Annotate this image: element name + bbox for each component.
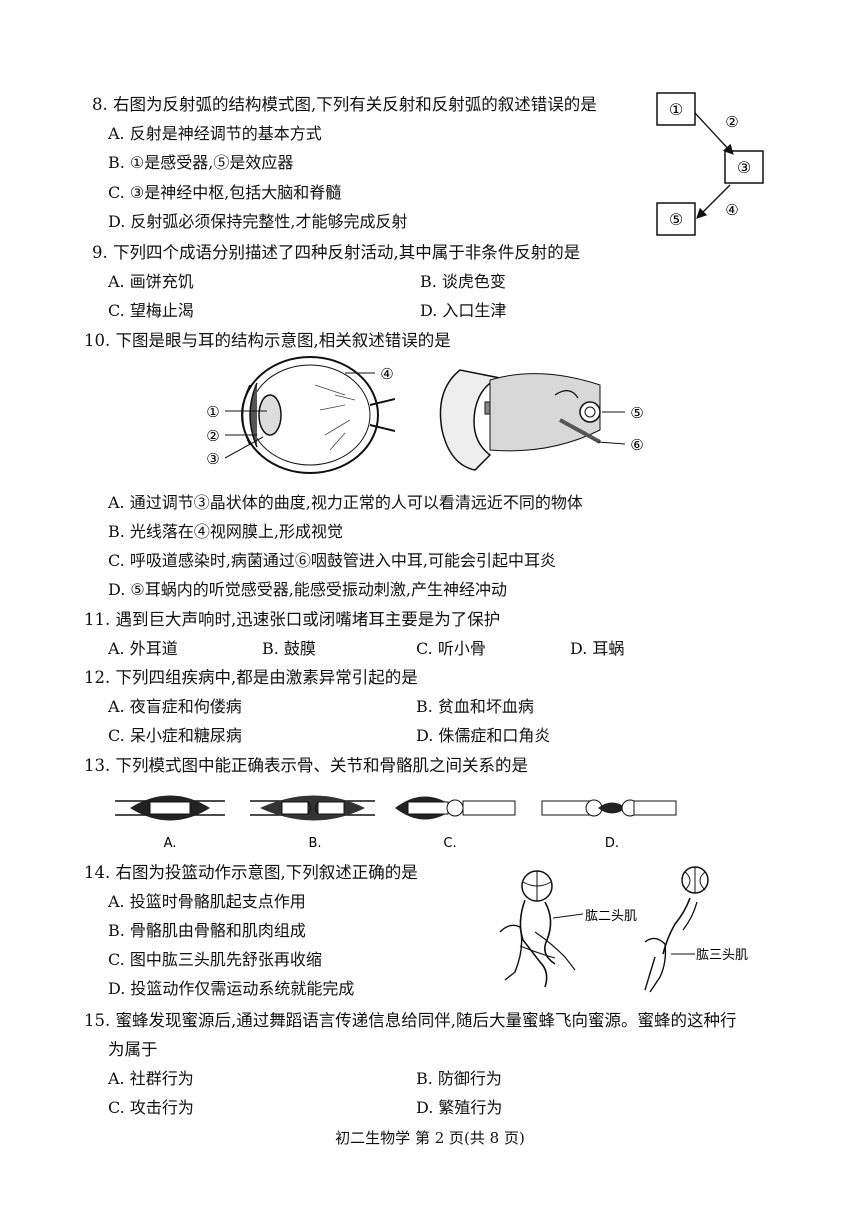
- q8-option-a: A. 反射是神经调节的基本方式: [108, 124, 322, 143]
- model-a: [115, 795, 225, 821]
- reflex-label-1: ①: [669, 100, 683, 119]
- q14-option-b: B. 骨骼肌由骨骼和肌肉组成: [108, 921, 306, 940]
- q9-stem: 9. 下列四个成语分别描述了四种反射活动,其中属于非条件反射的是: [92, 243, 581, 262]
- q8-option-d: D. 反射弧必须保持完整性,才能够完成反射: [108, 212, 408, 231]
- q12-option-c: C. 呆小症和糖尿病: [108, 726, 242, 745]
- biceps-label: 肱二头肌: [585, 909, 637, 924]
- ear-diagram: ⑤ ⑥: [439, 369, 644, 471]
- q12-stem: 12. 下列四组疾病中,都是由激素异常引起的是: [84, 668, 418, 687]
- q10-option-c: C. 呼吸道感染时,病菌通过⑥咽鼓管进入中耳,可能会引起中耳炎: [108, 551, 557, 570]
- model-caption-a: A.: [164, 836, 177, 851]
- q15-stem-line2: 为属于: [108, 1040, 158, 1059]
- q8-option-b: B. ①是感受器,⑤是效应器: [108, 153, 294, 172]
- q11-option-d: D. 耳蜗: [570, 639, 625, 658]
- eye-label-2: ②: [206, 427, 219, 445]
- arrow-4: [696, 184, 731, 219]
- reflex-label-2: ②: [725, 113, 738, 131]
- model-caption-b: B.: [308, 836, 321, 851]
- q15-option-a: A. 社群行为: [108, 1069, 194, 1088]
- q12-option-b: B. 贫血和坏血病: [416, 697, 534, 716]
- q11-stem: 11. 遇到巨大声响时,迅速张口或闭嘴堵耳主要是为了保护: [84, 610, 501, 629]
- q14-option-d: D. 投篮动作仅需运动系统就能完成: [108, 979, 355, 998]
- ear-label-6: ⑥: [630, 436, 643, 454]
- q8-option-c: C. ③是神经中枢,包括大脑和脊髓: [108, 183, 342, 202]
- receptor-box: [656, 92, 696, 126]
- q12-option-a: A. 夜盲症和佝偻病: [108, 697, 242, 716]
- q9-option-d: D. 入口生津: [420, 301, 507, 320]
- model-caption-d: D.: [605, 836, 619, 851]
- q15-option-b: B. 防御行为: [416, 1069, 502, 1088]
- q10-option-d: D. ⑤耳蜗内的听觉感受器,能感受振动刺激,产生神经冲动: [108, 580, 507, 599]
- effector-box: [656, 202, 696, 236]
- q11-option-a: A. 外耳道: [108, 639, 178, 658]
- q9-option-c: C. 望梅止渴: [108, 301, 194, 320]
- page-footer: 初二生物学 第 2 页(共 8 页): [335, 1129, 525, 1147]
- model-d: [541, 799, 677, 817]
- triceps-label: 肱三头肌: [696, 948, 748, 963]
- q11-option-b: B. 鼓膜: [262, 639, 316, 658]
- model-b: [250, 795, 375, 821]
- reflex-label-3: ③: [737, 158, 751, 177]
- center-box: [724, 150, 764, 184]
- model-caption-c: C.: [443, 836, 456, 851]
- eye-diagram: ① ② ③ ④: [206, 356, 395, 474]
- q14-option-c: C. 图中肱三头肌先舒张再收缩: [108, 950, 322, 969]
- reflex-arc-diagram: ① ② ③ ④ ⑤: [656, 92, 764, 236]
- q9-option-b: B. 谈虎色变: [420, 272, 506, 291]
- eye-label-4: ④: [380, 365, 393, 383]
- basketball-shot-diagram: 肱二头肌 肱三头肌: [499, 866, 748, 993]
- reflex-label-5: ⑤: [669, 210, 683, 229]
- arrow-2: [694, 112, 734, 155]
- eye-label-3: ③: [206, 450, 219, 468]
- q8-stem: 8. 右图为反射弧的结构模式图,下列有关反射和反射弧的叙述错误的是: [92, 95, 597, 114]
- q12-option-d: D. 侏儒症和口角炎: [416, 726, 551, 745]
- q11-option-c: C. 听小骨: [416, 639, 486, 658]
- q10-stem: 10. 下图是眼与耳的结构示意图,相关叙述错误的是: [84, 331, 451, 350]
- ear-label-5: ⑤: [630, 404, 643, 422]
- q14-option-a: A. 投篮时骨骼肌起支点作用: [108, 892, 306, 911]
- q10-option-b: B. 光线落在④视网膜上,形成视觉: [108, 522, 344, 541]
- bone-joint-muscle-models: A. B. C. D.: [115, 795, 677, 851]
- model-c: [395, 796, 516, 820]
- q9-option-a: A. 画饼充饥: [108, 272, 194, 291]
- q15-option-c: C. 攻击行为: [108, 1098, 194, 1117]
- q10-option-a: A. 通过调节③晶状体的曲度,视力正常的人可以看清远近不同的物体: [108, 493, 583, 512]
- q13-stem: 13. 下列模式图中能正确表示骨、关节和骨骼肌之间关系的是: [84, 756, 528, 775]
- reflex-label-4: ④: [725, 201, 738, 219]
- eye-label-1: ①: [206, 403, 219, 421]
- q14-stem: 14. 右图为投篮动作示意图,下列叙述正确的是: [84, 863, 418, 882]
- q15-stem-line1: 15. 蜜蜂发现蜜源后,通过舞蹈语言传递信息给同伴,随后大量蜜蜂飞向蜜源。蜜蜂的…: [84, 1011, 737, 1030]
- q15-option-d: D. 繁殖行为: [416, 1098, 503, 1117]
